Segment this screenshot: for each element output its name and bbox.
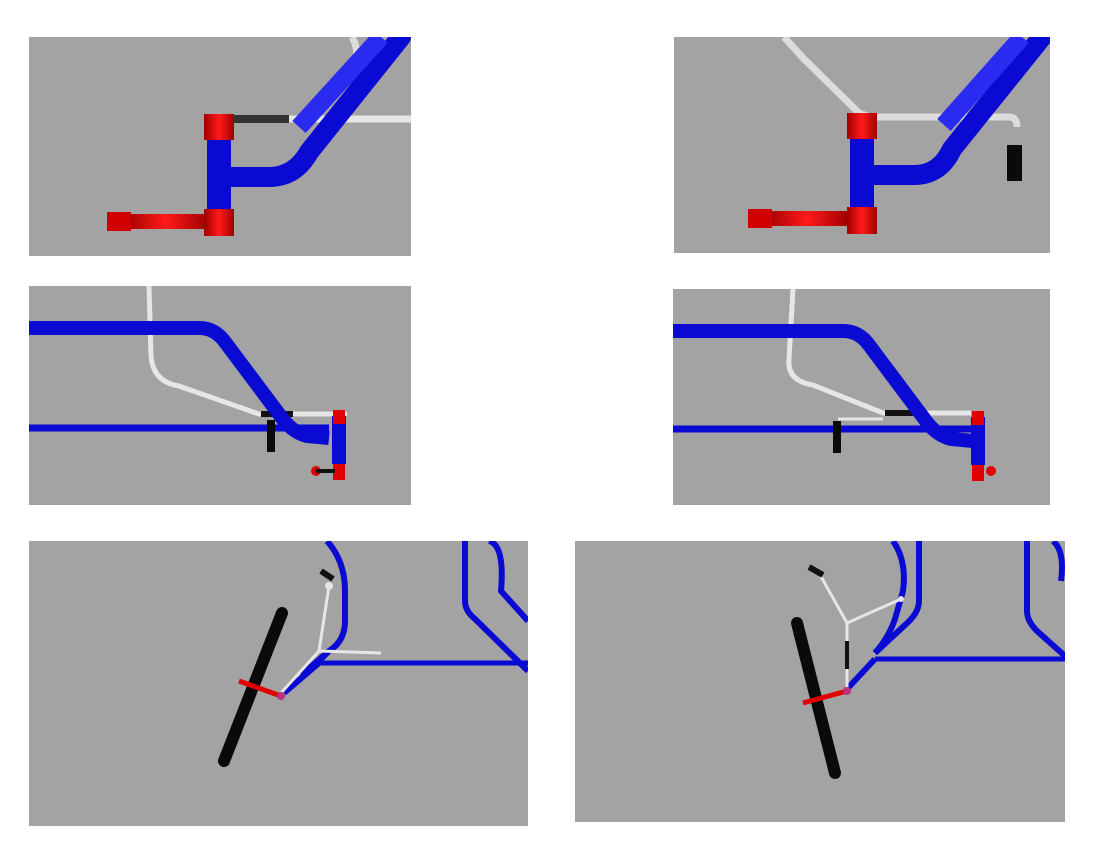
steering-arm-stop <box>267 420 275 452</box>
chassis-tube <box>844 541 1065 692</box>
stub-axle <box>748 209 848 228</box>
tie-rod <box>807 564 904 689</box>
kart-front-render <box>29 37 411 256</box>
panel-background <box>29 286 411 505</box>
chassis-tube <box>217 37 411 187</box>
stub-axle <box>238 678 285 700</box>
kingpin-upright <box>311 410 346 480</box>
render-panel-side-before <box>29 286 411 505</box>
chassis-tube <box>673 324 974 448</box>
kart-front-render <box>673 289 1050 505</box>
steering-arm-stop <box>1007 145 1022 181</box>
kart-front-render <box>575 541 1065 822</box>
kingpin-upright <box>847 113 877 234</box>
panel-background <box>575 541 1065 822</box>
kart-front-render <box>29 286 411 505</box>
render-panel-top-before <box>29 541 528 826</box>
stub-axle <box>802 687 851 706</box>
kingpin-upright <box>204 114 234 236</box>
chassis-tube <box>29 321 330 445</box>
kart-front-render <box>29 541 528 826</box>
kart-front-render <box>674 37 1050 253</box>
render-panel-top-after <box>575 541 1065 822</box>
kingpin-upright <box>971 411 996 481</box>
tie-rod <box>279 568 382 695</box>
panel-background <box>29 541 528 826</box>
stub-axle <box>107 212 207 231</box>
chassis-tube <box>862 37 1050 185</box>
render-panel-rear-after <box>674 37 1050 253</box>
render-panel-rear-before <box>29 37 411 256</box>
render-panel-side-after <box>673 289 1050 505</box>
steering-arm-stop <box>833 421 841 453</box>
chassis-tube <box>282 541 528 696</box>
